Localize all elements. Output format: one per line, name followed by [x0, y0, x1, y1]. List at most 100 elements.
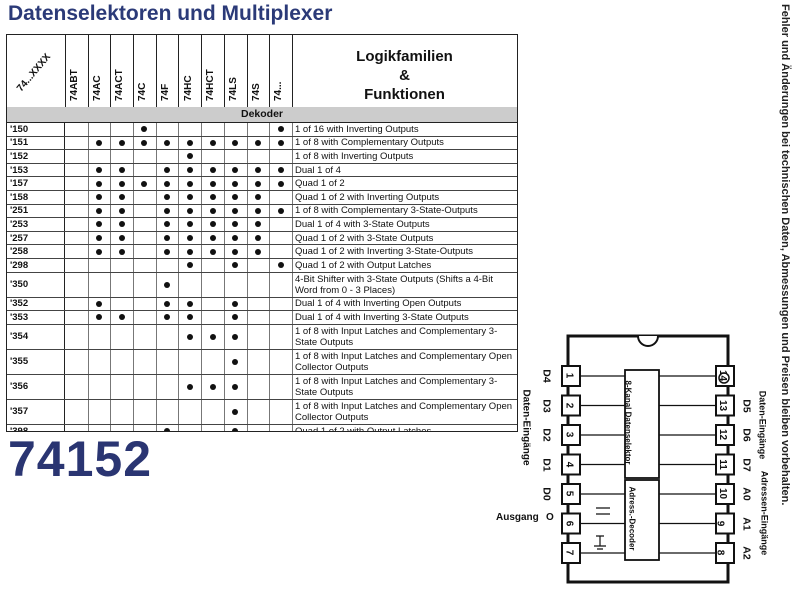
block-label-selector: 8-Kanal Datenselektor [623, 380, 633, 465]
availability-cell [179, 204, 203, 218]
availability-cell [247, 218, 271, 231]
availability-cell [201, 204, 225, 218]
function-cell: Quad 1 of 2 with 3-State Outputs [295, 232, 434, 244]
part-number-cell: '352 [7, 297, 65, 311]
availability-cell [247, 399, 271, 424]
part-number-cell: '357 [7, 399, 65, 424]
availability-cell [179, 324, 203, 349]
availability-dot [118, 180, 125, 187]
availability-cell [201, 324, 225, 349]
availability-cell [156, 204, 180, 218]
availability-cell [133, 399, 157, 424]
block-label-decoder: Adress.-Decoder [627, 486, 637, 551]
pin-lines [561, 365, 735, 564]
part-number: 74152 [8, 431, 153, 487]
availability-cell [65, 204, 89, 218]
availability-cell [65, 218, 89, 231]
availability-cell [156, 399, 180, 424]
availability-dot [209, 221, 216, 228]
right-pin-number: 8 [714, 549, 726, 556]
availability-dot [118, 167, 125, 174]
availability-dot [141, 139, 148, 146]
availability-dot [118, 194, 125, 201]
availability-cell [156, 272, 180, 297]
availability-cell [201, 136, 225, 150]
availability-dot [209, 139, 216, 146]
right-pin-name: A0 [740, 487, 753, 501]
decoder-block [624, 479, 660, 561]
availability-cell [88, 150, 112, 163]
family-label: 74HC [182, 75, 194, 101]
availability-cell [179, 258, 203, 272]
availability-cell [156, 163, 180, 177]
availability-cell [224, 424, 248, 431]
availability-dot [186, 139, 193, 146]
function-cell: 1 of 16 with Inverting Outputs [295, 123, 419, 135]
availability-cell [247, 150, 271, 163]
availability-dot [209, 383, 216, 390]
availability-dot [164, 248, 171, 255]
availability-cell [156, 374, 180, 399]
availability-cell [247, 272, 271, 297]
availability-cell [110, 424, 135, 431]
availability-cell [201, 311, 225, 324]
availability-cell [110, 324, 135, 349]
vcc-icon [718, 372, 730, 384]
availability-dot [96, 235, 103, 242]
availability-cell [88, 190, 112, 204]
availability-cell [247, 177, 271, 190]
availability-cell [88, 324, 112, 349]
function-column-header: Logikfamilien & Funktionen [292, 35, 517, 107]
function-cell: Quad 1 of 2 with Inverting 3-State-Outpu… [295, 246, 473, 258]
availability-dot [186, 153, 193, 160]
availability-cell [247, 163, 271, 177]
availability-cell [156, 218, 180, 231]
availability-dot [96, 221, 103, 228]
availability-dot [186, 248, 193, 255]
part-number-cell: '355 [7, 349, 65, 374]
availability-cell [156, 311, 180, 324]
availability-cell [133, 258, 157, 272]
availability-dot [254, 207, 261, 214]
right-pin-name: D6 [740, 428, 753, 442]
availability-dot [164, 167, 171, 174]
availability-cell [269, 177, 293, 190]
availability-cell [133, 374, 157, 399]
availability-cell [224, 218, 248, 231]
availability-dot [164, 139, 171, 146]
availability-cell [224, 177, 248, 190]
right-pin-name: D7 [740, 457, 753, 472]
availability-dot [118, 235, 125, 242]
availability-dot [254, 221, 261, 228]
availability-cell [247, 311, 271, 324]
availability-cell [88, 311, 112, 324]
availability-cell [110, 163, 135, 177]
availability-cell [224, 204, 248, 218]
availability-cell [224, 311, 248, 324]
availability-cell [110, 204, 135, 218]
family-header-0: 74ABT [65, 35, 89, 107]
availability-cell [269, 190, 293, 204]
availability-dot [254, 139, 261, 146]
availability-cell [269, 324, 293, 349]
function-cell: Dual 1 of 4 with Inverting 3-State Outpu… [295, 311, 469, 323]
availability-cell [65, 311, 89, 324]
family-header-9: 74... [269, 35, 293, 107]
availability-cell [88, 258, 112, 272]
availability-dot [232, 262, 239, 269]
availability-dot [186, 333, 193, 340]
side-note-text: Fehler und Änderungen bei technischen Da… [779, 4, 791, 506]
function-cell: 1 of 8 with Input Latches and Complement… [295, 325, 498, 348]
availability-cell [179, 424, 203, 431]
availability-dot [277, 180, 284, 187]
availability-cell [133, 123, 157, 136]
availability-cell [179, 190, 203, 204]
availability-dot [232, 314, 239, 321]
part-number-cell: '350 [7, 272, 65, 297]
availability-cell [65, 258, 89, 272]
availability-cell [133, 245, 157, 258]
